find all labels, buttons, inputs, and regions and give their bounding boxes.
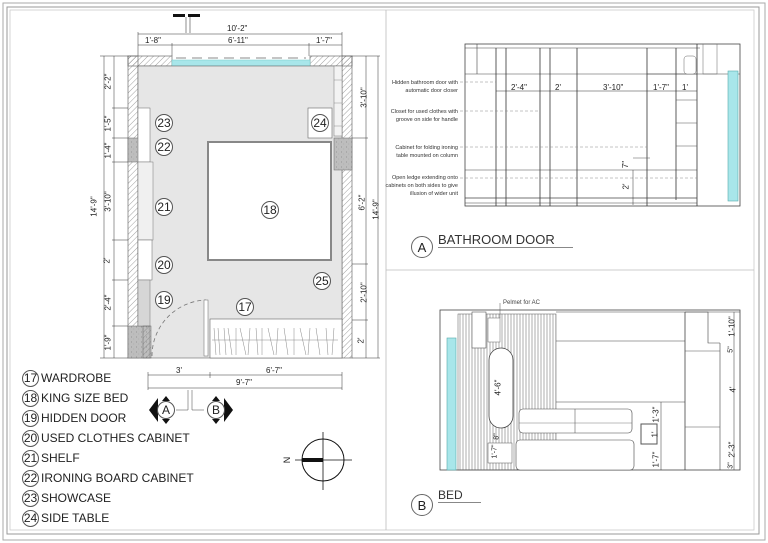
north-label: N	[281, 456, 292, 464]
left-dim-1: 2'-2"	[103, 73, 113, 90]
elevation-a-marker: A	[411, 236, 433, 258]
left-dim-7: 1'-9"	[103, 334, 113, 351]
legend-label: SHELF	[41, 451, 80, 465]
legend-num: 24	[22, 509, 39, 527]
elev-a-dim-3: 3'-10"	[603, 83, 624, 92]
left-dim-2: 1'-5"	[103, 115, 113, 132]
elev-b-mid-dim-3: 1'-7"	[651, 451, 661, 468]
legend-num: 23	[22, 489, 39, 507]
tag-18: 18	[261, 201, 279, 219]
section-marker-a[interactable]: A	[157, 401, 175, 419]
legend-label: USED CLOTHES CABINET	[41, 431, 190, 445]
tag-20: 20	[155, 256, 173, 274]
top-dim-3: 1'-7"	[316, 36, 332, 45]
tag-17: 17	[236, 298, 254, 316]
elev-b-right-dim-3: 4'	[728, 386, 738, 393]
legend-num: 20	[22, 429, 39, 447]
elevation-a-title: BATHROOM DOOR	[438, 232, 573, 248]
left-dim-6: 2'-4"	[103, 294, 113, 311]
bottom-dim-1: 3'	[176, 366, 182, 375]
elev-a-dim-4: 1'-7"	[653, 83, 669, 92]
note-open-ledge: Open ledge extending onto cabinets on bo…	[385, 175, 458, 197]
tag-24: 24	[311, 114, 329, 132]
note-closet: Closet for used clothes with groove on s…	[390, 109, 458, 123]
tag-23: 23	[155, 114, 173, 132]
legend-num: 21	[22, 449, 39, 467]
overall-width-dim: 10'-2"	[227, 24, 248, 33]
right-dim-3: 2'-10"	[359, 282, 369, 303]
legend-num: 18	[22, 389, 39, 407]
right-dim-2: 6'-2"	[357, 194, 367, 211]
bottom-overall-dim: 9'-7"	[236, 378, 252, 387]
elev-b-right-dim-2: 5"	[727, 346, 735, 353]
tag-25: 25	[313, 272, 331, 290]
legend-num: 17	[22, 369, 39, 387]
note-ironing-cabinet: Cabinet for folding ironing table mounte…	[395, 145, 458, 159]
note-hidden-door: Hidden bathroom door with automatic door…	[391, 80, 458, 94]
right-dim-4: 2'	[356, 337, 366, 344]
tag-21: 21	[155, 198, 173, 216]
tag-19: 19	[155, 291, 173, 309]
right-dim-1: 3'-10"	[359, 87, 369, 108]
legend-label: SIDE TABLE	[41, 511, 110, 525]
elev-a-vdim-1: 7"	[621, 160, 631, 169]
elev-a-dim-1: 2'-4"	[511, 83, 527, 92]
legend-num: 22	[22, 469, 39, 487]
left-dim-5: 2'	[102, 257, 112, 264]
elevation-b-title: BED	[438, 488, 481, 503]
elev-a-dim-5: 1'	[682, 83, 688, 92]
left-dim-4: 3'-10"	[103, 191, 113, 212]
elev-b-mid-dim-1: 1'-3"	[651, 406, 661, 423]
left-overall-dim: 14'-9"	[89, 196, 99, 217]
elev-b-mid-dim-2: 1'	[650, 431, 660, 438]
elev-a-dim-2: 2'	[555, 83, 561, 92]
right-overall-dim: 14'-9"	[371, 199, 381, 220]
elev-b-left-dim-3: 1'-7"	[491, 444, 499, 459]
legend-label: HIDDEN DOOR	[41, 411, 127, 425]
section-marker-b[interactable]: B	[207, 401, 225, 419]
elev-b-right-dim-1: 1'-10"	[727, 316, 737, 337]
note-pelmet: Pelmet for AC	[503, 300, 541, 306]
top-dim-1: 1'-8"	[145, 36, 161, 45]
legend-num: 19	[22, 409, 39, 427]
elev-b-left-dim-2: 8"	[493, 433, 501, 440]
tag-22: 22	[155, 138, 173, 156]
legend-label: WARDROBE	[41, 371, 112, 385]
legend-label: IRONING BOARD CABINET	[41, 471, 194, 485]
elev-b-right-dim-5: 3"	[727, 462, 735, 469]
legend-label: SHOWCASE	[41, 491, 112, 505]
elev-a-vdim-2: 2'	[621, 183, 631, 190]
bottom-dim-2: 6'-7"	[266, 366, 282, 375]
elev-b-left-dim-1: 4'-6"	[493, 379, 503, 396]
top-dim-2: 6'-11"	[228, 36, 248, 45]
elevation-b-marker: B	[411, 494, 433, 516]
legend-label: KING SIZE BED	[41, 391, 129, 405]
left-dim-3: 1'-4"	[103, 142, 113, 159]
elev-b-right-dim-4: 2'-3"	[727, 441, 737, 458]
